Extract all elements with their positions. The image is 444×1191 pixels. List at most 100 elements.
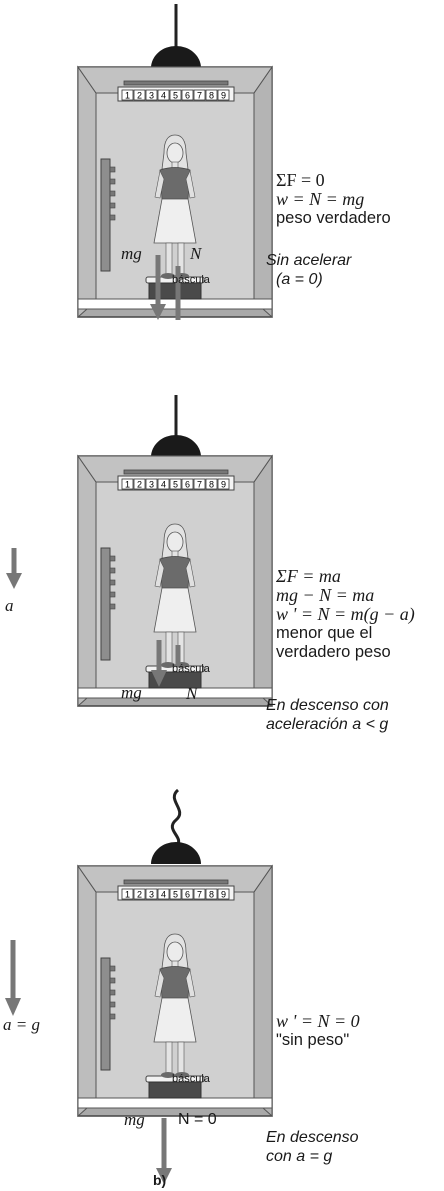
equation-note: peso verdadero	[276, 209, 391, 227]
accel-arrowhead	[5, 998, 21, 1016]
accel-label: a	[5, 596, 14, 615]
scale-label: báscula	[172, 663, 210, 675]
floor-number: 3	[149, 480, 154, 490]
floor-button	[181, 89, 194, 101]
floor-button	[145, 89, 158, 101]
equation-line: w = N = mg	[276, 189, 365, 209]
caption: Sin acelerar (a = 0)	[266, 251, 351, 289]
floor-number: 8	[209, 480, 214, 490]
floor-button	[121, 89, 134, 101]
broken-cable	[170, 788, 182, 848]
equations: ΣF = ma mg − N = ma w ' = N = m(g − a) m…	[276, 567, 415, 662]
floor-number: 3	[149, 890, 154, 900]
floor-number: 5	[173, 91, 178, 101]
pulley-cap	[151, 842, 201, 864]
mg-arrowhead	[151, 670, 167, 687]
panel-letter: b)	[153, 1172, 167, 1188]
floor-button	[205, 888, 218, 900]
scale-label: báscula	[172, 274, 210, 286]
floor-number: 7	[197, 890, 202, 900]
caption-line: aceleración a < g	[266, 716, 389, 733]
mg-label: mg	[121, 683, 142, 702]
caption-line: (a = 0)	[276, 271, 323, 288]
floor-button	[217, 89, 230, 101]
equation-line: ΣF = ma	[276, 566, 341, 586]
floor-number: 1	[125, 91, 130, 101]
equation-note: menor que el	[276, 624, 373, 642]
floor-button	[217, 478, 230, 490]
caption: En descenso con a = g	[266, 1128, 359, 1166]
floor-button	[133, 89, 146, 101]
floor-number: 6	[185, 480, 190, 490]
normal-force-label: N	[186, 684, 198, 703]
floor-number: 4	[161, 480, 166, 490]
floor-button	[217, 888, 230, 900]
floor-number: 7	[197, 91, 202, 101]
normal-force-label: N = 0	[178, 1111, 217, 1128]
floor-button	[181, 478, 194, 490]
floor-number: 3	[149, 91, 154, 101]
equation-line: w ' = N = m(g − a)	[276, 604, 415, 624]
floor-button	[145, 888, 158, 900]
floor-button	[157, 89, 170, 101]
floor-number: 9	[221, 890, 226, 900]
caption: En descenso con aceleración a < g	[266, 696, 389, 734]
floor-number: 5	[173, 480, 178, 490]
normal-force-label: N	[190, 244, 202, 263]
floor-number: 9	[221, 480, 226, 490]
floor-button	[205, 89, 218, 101]
scale-label: báscula	[172, 1073, 210, 1085]
caption-line: En descenso	[266, 1129, 359, 1146]
floor-button	[193, 888, 206, 900]
floor-number: 2	[137, 480, 142, 490]
floor-button	[205, 478, 218, 490]
caption-line: con a = g	[266, 1148, 333, 1165]
mg-arrowhead	[156, 1168, 172, 1184]
floor-number: 9	[221, 91, 226, 101]
equations: w ' = N = 0 "sin peso"	[276, 1012, 360, 1050]
floor-number: 2	[137, 91, 142, 101]
floor-button	[181, 888, 194, 900]
accel-arrowhead	[6, 573, 22, 589]
caption-line: Sin acelerar	[266, 252, 352, 269]
floor-button	[121, 478, 134, 490]
caption-line: En descenso con	[266, 697, 389, 714]
mg-arrowhead	[150, 304, 166, 320]
floor-button	[157, 888, 170, 900]
floor-number: 4	[161, 890, 166, 900]
accel-label: a = g	[3, 1015, 40, 1034]
floor-button	[193, 89, 206, 101]
floor-button	[133, 888, 146, 900]
mg-label: mg	[121, 244, 142, 263]
floor-number: 2	[137, 890, 142, 900]
floor-button	[169, 478, 182, 490]
equations: ΣF = 0 w = N = mg peso verdadero	[276, 171, 391, 228]
floor-button	[169, 89, 182, 101]
floor-number: 5	[173, 890, 178, 900]
floor-number: 8	[209, 890, 214, 900]
floor-button	[157, 478, 170, 490]
equation-note: "sin peso"	[276, 1031, 350, 1049]
floor-number: 1	[125, 890, 130, 900]
floor-number: 6	[185, 91, 190, 101]
floor-number: 7	[197, 480, 202, 490]
pulley-cap	[151, 435, 201, 457]
floor-number: 4	[161, 91, 166, 101]
floor-number: 1	[125, 480, 130, 490]
equation-note: verdadero peso	[276, 643, 391, 661]
equation-line: ΣF = 0	[276, 170, 325, 190]
equation-line: w ' = N = 0	[276, 1011, 360, 1031]
floor-number: 8	[209, 91, 214, 101]
floor-button	[169, 888, 182, 900]
mg-label: mg	[124, 1110, 145, 1129]
floor-button	[133, 478, 146, 490]
floor-number: 6	[185, 890, 190, 900]
pulley-cap	[151, 46, 201, 68]
floor-button	[193, 478, 206, 490]
equation-line: mg − N = ma	[276, 585, 375, 605]
